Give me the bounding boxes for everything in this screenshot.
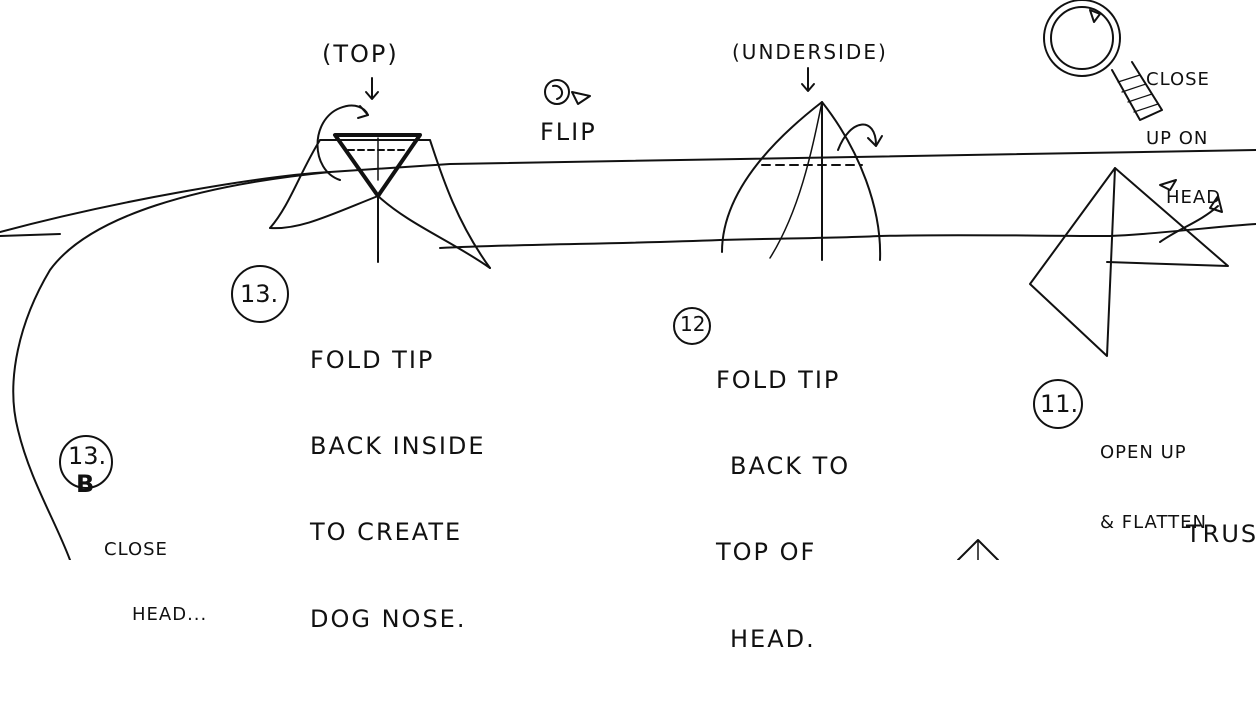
- step13-line-1: FOLD TIP: [310, 346, 486, 375]
- step13b-number: 13. B: [68, 442, 106, 498]
- top-label: (TOP): [322, 40, 399, 69]
- magnifier-icon: [1044, 0, 1162, 120]
- close-up-line-1: CLOSE: [1146, 70, 1221, 90]
- step13-instructions: FOLD TIP BACK INSIDE TO CREATE DOG NOSE.: [310, 288, 486, 691]
- step12-line-4: HEAD.: [716, 625, 850, 654]
- step12-instructions: FOLD TIP BACK TO TOP OF HEAD.: [716, 308, 850, 711]
- step12-number: 12: [680, 312, 705, 336]
- step13b-instructions: CLOSE HEAD...: [104, 496, 207, 669]
- step12-figure: [722, 68, 882, 260]
- step13b-line-2: HEAD...: [104, 604, 207, 626]
- paper-outline-inner: [0, 224, 1256, 248]
- step13-line-3: TO CREATE: [310, 518, 486, 547]
- close-up-line-3: HEAD: [1146, 188, 1221, 208]
- origami-diagram: (TOP) (UNDERSIDE) FLIP CLOSE UP ON HEAD …: [0, 0, 1256, 560]
- close-up-line-2: UP ON: [1146, 129, 1221, 149]
- flip-label: FLIP: [540, 118, 597, 147]
- trust-label: TRUS: [1186, 520, 1256, 549]
- step13b-number-main: 13.: [68, 442, 106, 470]
- step13-line-4: DOG NOSE.: [310, 605, 486, 634]
- close-up-label: CLOSE UP ON HEAD: [1146, 30, 1221, 248]
- step13-figure: [270, 78, 490, 268]
- underside-label: (UNDERSIDE): [732, 40, 888, 64]
- step13-number: 13.: [240, 280, 278, 308]
- step12-line-1: FOLD TIP: [716, 366, 850, 395]
- step11-line-1: OPEN UP: [1100, 441, 1207, 464]
- step13-line-2: BACK INSIDE: [310, 432, 486, 461]
- step11-instructions: OPEN UP & FLATTEN: [1100, 394, 1207, 581]
- sketch-drawing: [0, 0, 1256, 560]
- step12-line-3: TOP OF: [716, 538, 850, 567]
- step13b-line-1: CLOSE: [104, 539, 207, 561]
- flip-arrow-icon: [545, 80, 590, 104]
- step12-line-2: BACK TO: [716, 452, 850, 481]
- step11-number: 11.: [1040, 390, 1078, 418]
- step13b-number-sub: B: [68, 470, 106, 498]
- paper-outline-top: [0, 150, 1256, 232]
